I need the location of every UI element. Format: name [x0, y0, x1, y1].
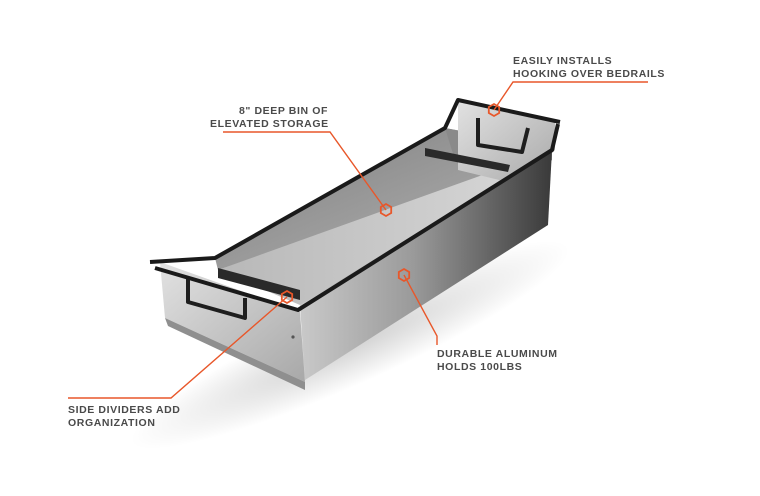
callout-dividers-line1: SIDE DIVIDERS ADD: [68, 404, 181, 416]
callout-aluminum-line1: DURABLE ALUMINUM: [437, 348, 558, 360]
side-divider-right: [425, 148, 510, 172]
bin-left-end-bottom: [165, 318, 305, 390]
bolt-detail: [291, 335, 295, 339]
callout-dividers-line2: ORGANIZATION: [68, 417, 156, 429]
callout-dividers: SIDE DIVIDERS ADD ORGANIZATION: [68, 404, 181, 430]
side-divider-left: [218, 268, 300, 300]
left-handle: [186, 278, 247, 320]
callout-aluminum: DURABLE ALUMINUM HOLDS 100LBS: [437, 348, 558, 374]
callout-aluminum-line2: HOLDS 100LBS: [437, 361, 523, 373]
callout-bin-depth: 8" DEEP BIN OF ELEVATED STORAGE: [210, 105, 328, 131]
callout-line-dividers: [68, 296, 288, 399]
hexagon-marker-installs: [487, 102, 501, 118]
hexagon-marker-dividers: [280, 289, 294, 305]
bin-floor: [218, 150, 552, 305]
callout-installs-line2: HOOKING OVER BEDRAILS: [513, 68, 666, 80]
callout-installs-line1: EASILY INSTALLS: [513, 55, 613, 67]
hexagon-marker-bin-depth: [379, 202, 393, 218]
bin-left-end-plate: [160, 262, 305, 382]
callout-installs: EASILY INSTALLS HOOKING OVER BEDRAILS: [513, 55, 665, 81]
bin-front-wall: [300, 150, 552, 380]
callout-bin-depth-line1: 8" DEEP BIN OF: [238, 105, 328, 117]
callout-bin-depth-line2: ELEVATED STORAGE: [210, 118, 329, 130]
callout-line-installs: [493, 81, 648, 111]
right-handle: [476, 118, 530, 154]
callout-line-aluminum: [403, 274, 438, 345]
callout-lines: [68, 81, 648, 399]
bin-top-rim-front: [154, 123, 560, 312]
callout-line-bin-depth: [223, 131, 387, 211]
bin-top-rim-back: [149, 98, 561, 264]
hexagon-marker-aluminum: [397, 267, 411, 283]
